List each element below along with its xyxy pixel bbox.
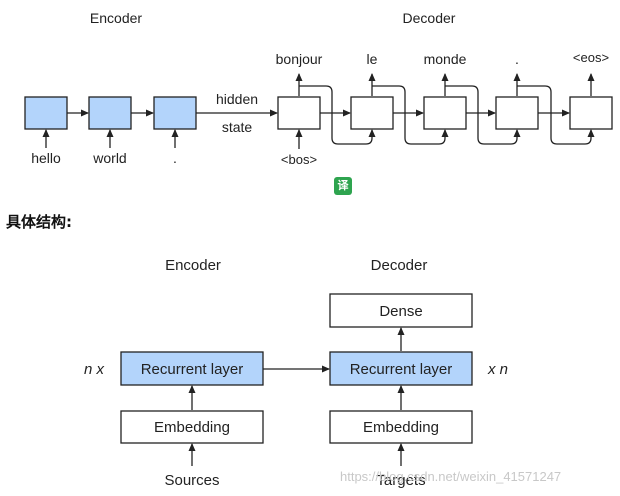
- bottom-decoder-title: Decoder: [371, 257, 428, 274]
- decoder-recurrent-box: [329, 351, 473, 386]
- decoder-cell: [350, 96, 394, 130]
- bottom-encoder-title: Encoder: [165, 257, 221, 274]
- watermark: https://blog.csdn.net/weixin_41571247: [340, 469, 562, 484]
- decoder-embedding-label: Embedding: [363, 419, 439, 436]
- decoder-cell: [569, 96, 613, 130]
- encoder-cell: [153, 96, 197, 130]
- top-encoder-title: Encoder: [90, 10, 142, 26]
- state-label: state: [222, 119, 253, 135]
- bos-label: <bos>: [281, 152, 317, 167]
- translate-button[interactable]: 译: [334, 177, 352, 195]
- encoder-recurrent-label: Recurrent layer: [141, 361, 244, 378]
- feedback-loop-arrow: [517, 85, 595, 145]
- decoder-output-label: monde: [424, 51, 467, 67]
- encoder-input-label: world: [92, 150, 126, 166]
- decoder-output-label: <eos>: [573, 50, 609, 65]
- top-decoder-title: Decoder: [403, 10, 456, 26]
- encoder-recurrent-box: [120, 351, 264, 386]
- feedback-loop-arrow: [299, 85, 376, 145]
- encoder-embedding-label: Embedding: [154, 419, 230, 436]
- encoder-embedding-box: [120, 410, 264, 444]
- encoder-cell: [24, 96, 68, 130]
- encoder-input-label: hello: [31, 150, 61, 166]
- decoder-output-label: le: [367, 51, 378, 67]
- sources-label: Sources: [164, 472, 219, 489]
- feedback-loop-arrow: [372, 85, 449, 145]
- section-heading: 具体结构:: [6, 213, 72, 231]
- decoder-cell: [423, 96, 467, 130]
- encoder-cell: [88, 96, 132, 130]
- decoder-multiplier: x n: [487, 361, 508, 378]
- decoder-output-label: .: [515, 51, 519, 67]
- encoder-input-label: .: [173, 150, 177, 166]
- encoder-multiplier: n x: [84, 361, 105, 378]
- decoder-dense-box: [329, 293, 473, 328]
- decoder-output-label: bonjour: [276, 51, 323, 67]
- hidden-label: hidden: [216, 91, 258, 107]
- decoder-dense-label: Dense: [379, 303, 422, 320]
- feedback-loop-arrow: [445, 85, 521, 145]
- targets-label: Targets: [376, 472, 425, 489]
- decoder-recurrent-label: Recurrent layer: [350, 361, 453, 378]
- decoder-cell: [495, 96, 539, 130]
- decoder-cell: [277, 96, 321, 130]
